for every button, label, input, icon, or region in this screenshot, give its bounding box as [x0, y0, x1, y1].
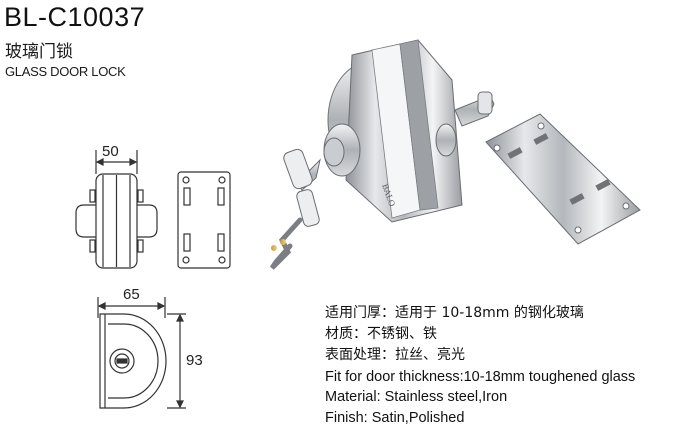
- front-width-dimension: 50: [102, 143, 119, 160]
- spec-material-cn: 材质：不锈钢、铁: [325, 326, 437, 342]
- top-width-dimension: 65: [123, 286, 140, 303]
- top-height-dimension: 93: [186, 352, 203, 369]
- brand-mark: BALO: [380, 183, 397, 209]
- lock-body-rendering: BALO: [323, 39, 463, 223]
- spec-finish-en: Finish: Satin,Polished: [325, 410, 465, 426]
- spec-door-thickness-en: Fit for door thickness:10-18mm toughened…: [325, 369, 636, 385]
- strike-plate-rendering: [485, 113, 641, 245]
- product-model-number: BL-C10037: [4, 2, 146, 32]
- spec-door-thickness-cn: 适用门厚：适用于 10-18mm 的钢化玻璃: [325, 305, 584, 321]
- product-title-chinese: 玻璃门锁: [5, 42, 73, 62]
- product-title-english: GLASS DOOR LOCK: [5, 64, 126, 79]
- spec-finish-cn: 表面处理：拉丝、亮光: [325, 347, 465, 363]
- spec-material-en: Material: Stainless steel,Iron: [325, 389, 508, 405]
- key-top-rendering: [454, 91, 495, 127]
- keys-rendering: [269, 148, 321, 270]
